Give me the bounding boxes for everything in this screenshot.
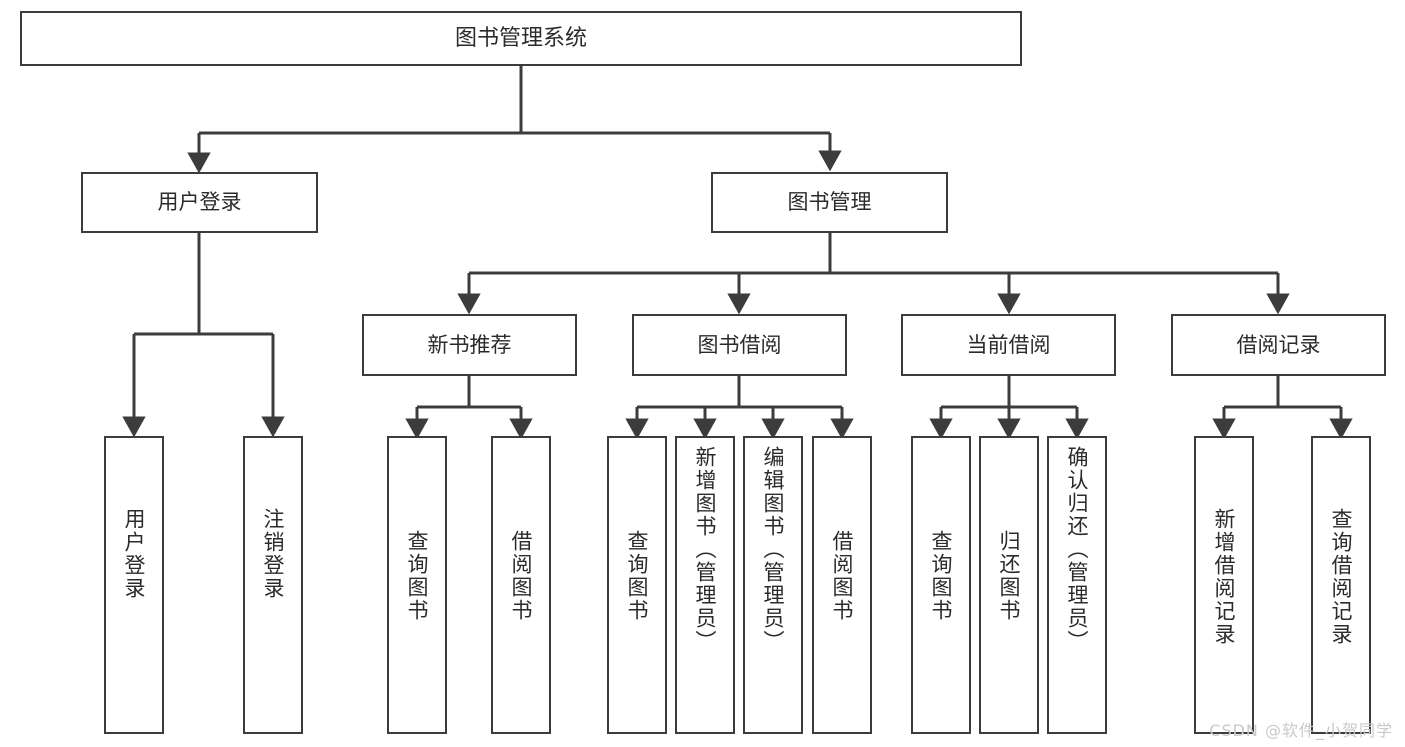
node-label: 新书推荐 <box>427 332 512 357</box>
node-book-borrow[interactable]: 图书借阅 <box>632 314 847 376</box>
node-label: 新增图书（管理员） <box>693 446 718 653</box>
node-label: 图书管理系统 <box>454 25 587 51</box>
node-label: 查询图书 <box>625 530 650 622</box>
node-label: 借阅图书 <box>830 530 855 622</box>
node-label: 新增借阅记录 <box>1212 508 1237 646</box>
node-label: 归还图书 <box>997 530 1022 622</box>
node-new-book-recommend[interactable]: 新书推荐 <box>362 314 577 376</box>
node-current-borrow[interactable]: 当前借阅 <box>901 314 1116 376</box>
leaf-query-book-2[interactable]: 查询图书 <box>607 436 667 734</box>
leaf-add-record[interactable]: 新增借阅记录 <box>1194 436 1254 734</box>
node-label: 查询借阅记录 <box>1329 508 1354 646</box>
node-label: 借阅图书 <box>509 530 534 622</box>
leaf-logout[interactable]: 注销登录 <box>243 436 303 734</box>
node-label: 编辑图书（管理员） <box>761 446 786 653</box>
leaf-add-book[interactable]: 新增图书（管理员） <box>675 436 735 734</box>
node-label: 查询图书 <box>929 530 954 622</box>
node-borrow-record[interactable]: 借阅记录 <box>1171 314 1386 376</box>
leaf-edit-book[interactable]: 编辑图书（管理员） <box>743 436 803 734</box>
leaf-return-book[interactable]: 归还图书 <box>979 436 1039 734</box>
node-label: 查询图书 <box>405 530 430 622</box>
node-label: 注销登录 <box>261 508 286 600</box>
node-label: 当前借阅 <box>966 332 1051 357</box>
leaf-user-login[interactable]: 用户登录 <box>104 436 164 734</box>
leaf-borrow-book-2[interactable]: 借阅图书 <box>812 436 872 734</box>
leaf-borrow-book-1[interactable]: 借阅图书 <box>491 436 551 734</box>
node-label: 确认归还（管理员） <box>1065 446 1090 653</box>
node-label: 借阅记录 <box>1236 332 1321 357</box>
node-label: 用户登录 <box>122 508 147 600</box>
node-label: 图书管理 <box>787 190 872 215</box>
leaf-query-record[interactable]: 查询借阅记录 <box>1311 436 1371 734</box>
node-user-login[interactable]: 用户登录 <box>81 172 318 233</box>
node-book-manage[interactable]: 图书管理 <box>711 172 948 233</box>
leaf-query-book-3[interactable]: 查询图书 <box>911 436 971 734</box>
csdn-watermark: CSDN @软件_小贺同学 <box>1209 721 1393 740</box>
node-root-system[interactable]: 图书管理系统 <box>20 11 1022 66</box>
leaf-confirm-return[interactable]: 确认归还（管理员） <box>1047 436 1107 734</box>
node-label: 用户登录 <box>157 190 242 215</box>
node-label: 图书借阅 <box>697 332 782 357</box>
leaf-query-book-1[interactable]: 查询图书 <box>387 436 447 734</box>
